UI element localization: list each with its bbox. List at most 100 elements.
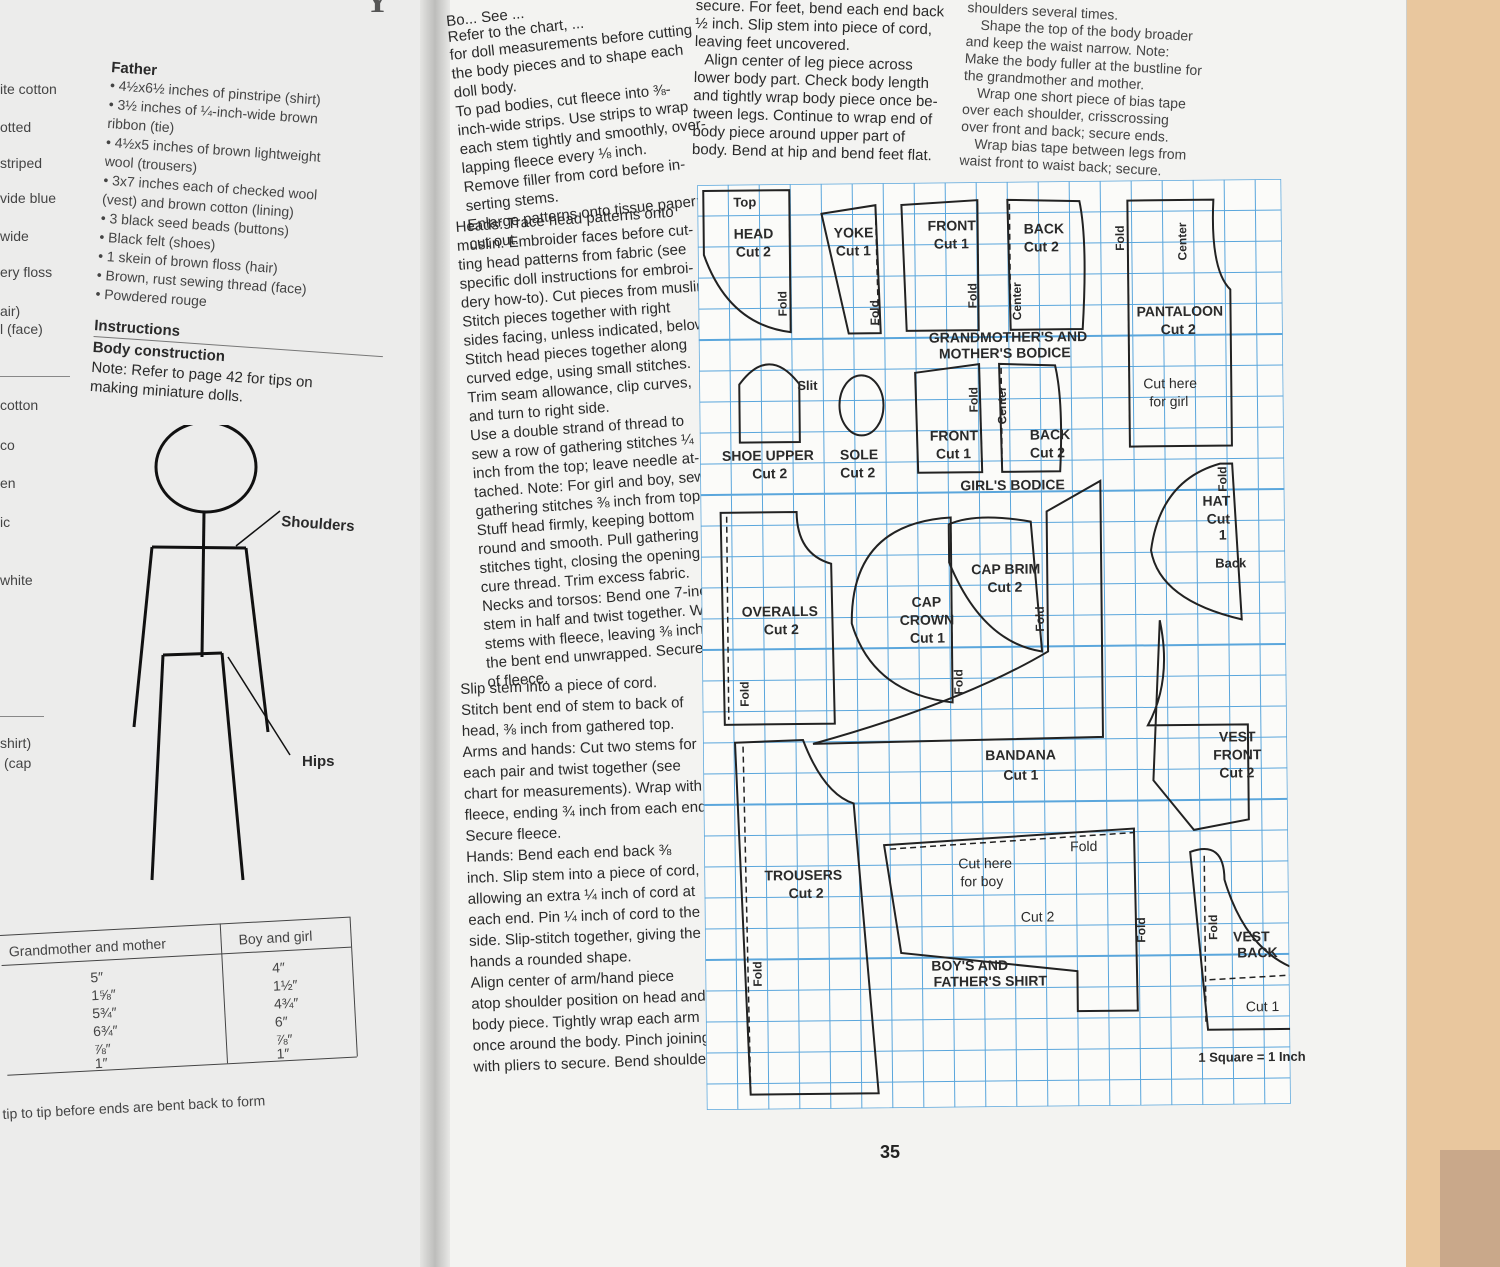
pattern-label: Cut 2 (735, 243, 771, 260)
grid-line (706, 1077, 1291, 1085)
pantaloon-piece (1126, 198, 1233, 448)
pattern-label: Cut 2 (1219, 764, 1255, 781)
table-cell: 5″ (89, 968, 104, 986)
grid-line (698, 302, 1283, 310)
grid-line (699, 395, 1284, 403)
pattern-label: VEST (1218, 728, 1256, 745)
pattern-label: Cut 1 (1003, 766, 1039, 783)
margin-item: ite cotton (0, 81, 57, 97)
pattern-label: Fold (1206, 914, 1221, 940)
margin-item: wide (0, 228, 29, 244)
margin-item: air) (0, 303, 21, 319)
pattern-label: Cut 1 (933, 235, 969, 252)
stick-figure-diagram (132, 425, 291, 881)
pattern-label: Fold (737, 681, 752, 707)
pattern-label: Cut here (958, 854, 1013, 872)
pattern-label: Cut here (1143, 374, 1198, 392)
grid-line (700, 457, 1285, 465)
grid-line (703, 767, 1288, 775)
sole-piece (838, 374, 885, 437)
figure-left-leg (150, 654, 165, 881)
divider (0, 376, 70, 377)
pattern-label: Fold (951, 669, 966, 695)
margin-item: otted (0, 119, 32, 135)
grid-line (705, 984, 1290, 992)
pattern-label: YOKE (833, 224, 874, 241)
pattern-label: FRONT (927, 217, 976, 234)
pattern-label: Slit (797, 377, 818, 394)
grid-line (701, 550, 1286, 558)
pattern-sheet (697, 178, 1291, 1111)
margin-item: en (0, 475, 16, 491)
trousers-piece (733, 738, 880, 1096)
left-page (0, 0, 436, 1267)
figure-torso (200, 511, 206, 658)
pattern-label: Cut 1 (835, 242, 871, 259)
figure-hips (162, 651, 223, 657)
head-piece (702, 189, 792, 334)
grid-line (705, 1015, 1290, 1023)
margin-item: ery floss (0, 264, 53, 280)
pattern-label: Fold (1134, 917, 1149, 943)
pattern-label: GIRL'S BODICE (960, 476, 1065, 494)
grid-line (706, 1046, 1291, 1054)
grid-line (702, 705, 1287, 713)
gm-front-piece (900, 199, 980, 332)
book-gutter (420, 0, 450, 1267)
figure-right-arm (244, 547, 270, 733)
grid-line (698, 271, 1283, 279)
grid-line (704, 922, 1289, 930)
pattern-label: MOTHER'S BODICE (938, 344, 1071, 362)
pattern-label: PANTALOON (1136, 302, 1224, 320)
pattern-label: Cut 2 (1020, 908, 1055, 925)
girl-back-piece (998, 362, 1063, 473)
scale-label: 1 Square = 1 Inch (1198, 1048, 1306, 1065)
pattern-label: CAP (911, 593, 942, 610)
pattern-label: OVERALLS (741, 602, 818, 620)
grid-line (701, 612, 1286, 620)
shoe-upper-piece (738, 363, 801, 444)
pattern-label: SHOE UPPER (721, 446, 814, 464)
pattern-label: BACK (1237, 944, 1278, 961)
pattern-label: Fold (1215, 466, 1230, 492)
margin-item: l (face) (0, 321, 43, 337)
margin-item: striped (0, 155, 43, 171)
pattern-label: Fold (775, 290, 790, 317)
grid-line (704, 891, 1289, 899)
pattern-label: FRONT (929, 427, 979, 444)
pattern-label: Cut 2 (763, 621, 799, 638)
pattern-label: Top (733, 194, 757, 210)
margin-item: cotton (0, 397, 39, 413)
grid-line (699, 364, 1284, 372)
pattern-label: Cut 2 (1160, 320, 1196, 338)
pattern-label: Cut 1 (935, 445, 972, 462)
pattern-label: Fold (750, 961, 765, 987)
pattern-label: Cut 1 (1245, 998, 1280, 1015)
pattern-label: Fold (1112, 225, 1128, 251)
pattern-label: TROUSERS (764, 866, 843, 884)
shirt-piece (882, 827, 1139, 1013)
pattern-label: BANDANA (985, 746, 1057, 764)
pattern-label: Fold (1070, 837, 1098, 855)
table-cell: 4¾″ (273, 994, 299, 1012)
table-cell: 4″ (271, 959, 286, 976)
heading-fragment: Y (365, 0, 390, 20)
margin-item: (cap (4, 755, 32, 771)
pattern-label: FRONT (1213, 746, 1262, 763)
table-cell: 6¾″ (92, 1021, 118, 1040)
pattern-label: for girl (1149, 392, 1189, 410)
overalls-piece (719, 511, 836, 726)
pattern-label: Cut 2 (987, 578, 1023, 596)
pattern-label: BACK (1029, 426, 1071, 443)
margin-item: co (0, 437, 15, 453)
pattern-label: Cut 2 (788, 884, 824, 902)
cap-crown-piece (850, 516, 954, 704)
pattern-label-layer: Top HEAD Cut 2 Fold YOKE Cut 1 Fold FRON… (697, 179, 1306, 1110)
grid-line (702, 674, 1287, 682)
yoke-piece (820, 204, 882, 335)
grid-line (701, 581, 1286, 589)
cover-fabric-pattern (1440, 1150, 1500, 1267)
hat-piece (1150, 462, 1243, 621)
table-cell: 1″ (276, 1045, 290, 1062)
margin-item: white (0, 572, 33, 588)
